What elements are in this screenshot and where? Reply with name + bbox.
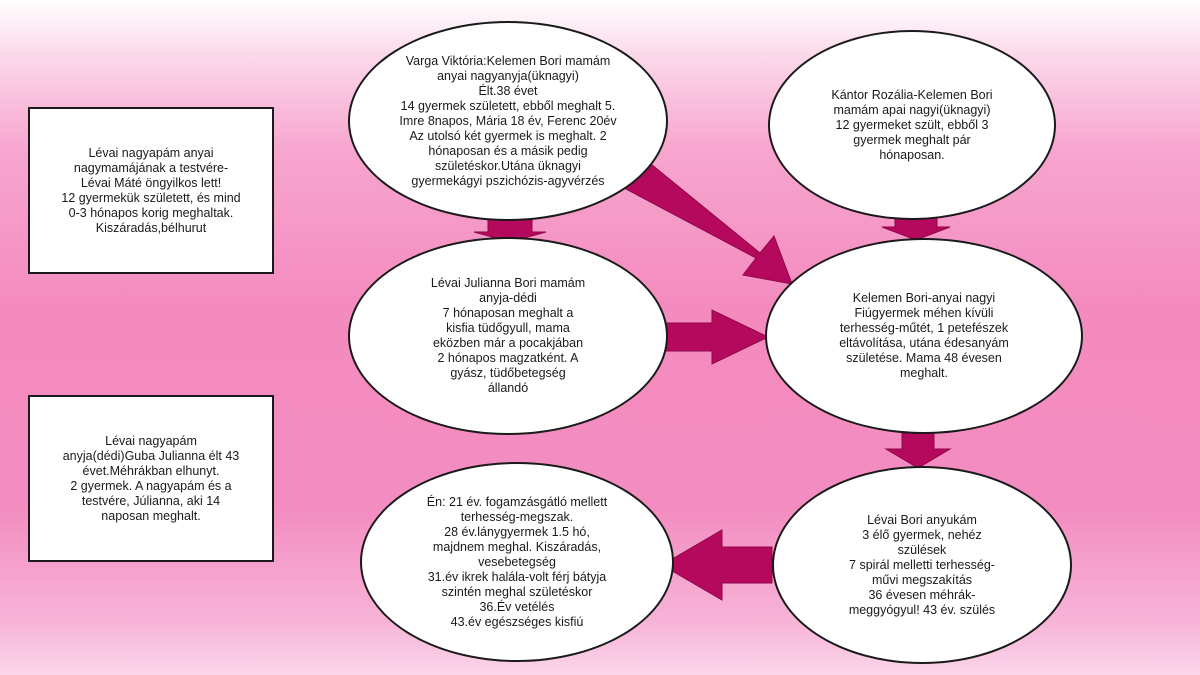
text-line: 3 élő gyermek, nehéz xyxy=(862,527,982,542)
text-line: 28 év.lánygyermek 1.5 hó, xyxy=(444,524,590,539)
text-line: vesebetegség xyxy=(478,554,556,569)
text-line: Fiúgyermek méhen kívüli xyxy=(854,306,994,320)
text-line: eközben már a pocakjában xyxy=(432,336,584,350)
text-line: Lévai Máté öngyilkos lett! xyxy=(80,175,222,190)
text-line: majdnem meghal. Kiszáradás, xyxy=(432,539,602,554)
text-line: naposan meghalt. xyxy=(101,508,201,523)
text-line: Varga Viktória:Kelemen Bori mamám xyxy=(405,53,611,68)
text-line: 31.év ikrek halála-volt férj bátyja xyxy=(427,569,607,584)
text-line: 36 évesen méhrák- xyxy=(868,587,976,602)
arrow-diagonal-to-right xyxy=(623,159,793,285)
text-line: évet.Méhrákban elhunyt. xyxy=(82,463,220,478)
text-line: gyermek meghalt pár xyxy=(853,132,971,147)
text-line: művi megszakítás xyxy=(871,572,973,587)
text-line: Lévai Bori anyukám xyxy=(867,512,977,527)
text-line: 14 gyermek született, ebből meghalt 5. xyxy=(400,98,616,113)
text-line: nagymamájának a testvére- xyxy=(73,160,229,175)
text-line: 2 hónapos magzatként. A xyxy=(437,351,579,365)
text-line: állandó xyxy=(487,381,529,395)
text-line: terhesség-műtét, 1 petefészek xyxy=(839,321,1009,335)
text-line: Kelemen Bori-anyai nagyi xyxy=(852,291,996,305)
text-line: Imre 8napos, Mária 18 év, Ferenc 20év xyxy=(399,113,617,128)
text-line: Az utolsó két gyermek is meghalt. 2 xyxy=(409,128,607,143)
text-line: 36.Év vetélés xyxy=(479,599,555,614)
text-line: 2 gyermek. A nagyapám és a xyxy=(70,478,232,493)
text-line: 43.év egészséges kisfiú xyxy=(450,614,584,629)
text-line: Lévai nagyapám xyxy=(105,433,197,448)
text-line: 7 spirál melletti terhesség- xyxy=(849,557,995,572)
text-line: 7 hónaposan meghalt a xyxy=(442,306,574,320)
text-line: Lévai Julianna Bori mamám xyxy=(430,276,586,290)
text-line: Kántor Rozália-Kelemen Bori xyxy=(831,87,993,102)
text-line: Lévai nagyapám anyai xyxy=(88,145,214,160)
text-line: Élt.38 évet xyxy=(478,83,538,98)
text-line: eltávolítása, utána édesanyám xyxy=(839,336,1009,350)
text-line: születéskor.Utána üknagyi xyxy=(435,158,581,173)
text-line: testvére, Júlianna, aki 14 xyxy=(81,493,221,508)
text-line: terhesség-megszak. xyxy=(460,509,574,524)
text-line: 12 gyermekük született, és mind xyxy=(61,190,241,205)
arrow-bottom-left xyxy=(661,529,773,601)
arrow-right-down xyxy=(884,432,952,469)
text-line: anyai nagyanyja(üknagyi) xyxy=(437,68,579,83)
text-line: szintén meghal születéskor xyxy=(441,584,593,599)
text-line: meghalt. xyxy=(900,366,948,380)
text-line: 0-3 hónapos korig meghaltak. xyxy=(68,205,234,220)
text-line: 12 gyermeket szült, ebből 3 xyxy=(835,117,989,132)
arrow-middle-right xyxy=(659,309,770,365)
text-line: gyermekágyi pszichózis-agyvérzés xyxy=(411,173,605,188)
text-line: gyász, tüdőbetegség xyxy=(450,366,566,380)
text-line: Én: 21 év. fogamzásgátló mellett xyxy=(426,494,608,509)
text-line: anyja(dédi)Guba Julianna élt 43 xyxy=(62,448,240,463)
text-line: születése. Mama 48 évesen xyxy=(846,351,1002,365)
text-line: hónaposan és a másik pedig xyxy=(428,143,588,158)
text-line: meggyógyul! 43 év. szülés xyxy=(848,602,996,617)
text-line: kisfia tüdőgyull, mama xyxy=(446,321,570,335)
text-line: anyja-dédi xyxy=(479,291,537,305)
text-line: mamám apai nagyi(üknagyi) xyxy=(833,102,991,117)
text-line: hónaposan. xyxy=(879,147,945,162)
text-line: szülések xyxy=(897,542,947,557)
text-line: Kiszáradás,bélhurut xyxy=(95,220,207,235)
